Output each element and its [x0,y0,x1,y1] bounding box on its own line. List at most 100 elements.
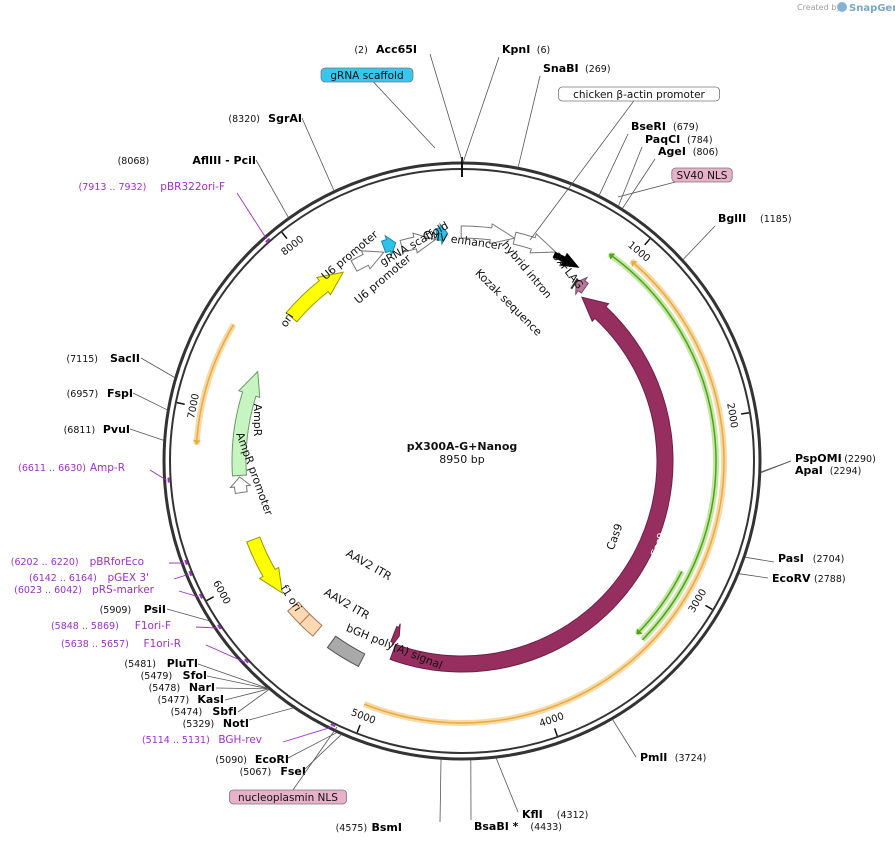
feature-grna-scaffold [380,234,397,257]
enzyme-leader [618,146,643,207]
enzyme-leader [248,707,294,721]
enzyme-leader [197,663,269,689]
feature-nucleoplasmin-nls [390,623,401,647]
enzyme-agei-pos: (806) [693,147,719,158]
enzyme-pvui-pos: (6811) [64,425,96,436]
enzyme-sfoi-name: SfoI [183,669,207,682]
primer-pgex-3-range: (6142 .. 6164) [29,573,97,584]
primer-layer: pBR322ori-F(7913 .. 7932)Amp-R(6611 .. 6… [11,181,336,746]
feature-3xflag [575,276,589,296]
enzyme-kasi-pos: (5477) [158,695,190,706]
orf-arc [636,570,683,635]
feature-cas9 [389,296,674,673]
primer-pbrforeco-range: (6202 .. 6220) [11,557,79,568]
feature-ampr [231,370,261,477]
feature-callout-box [671,167,733,183]
enzyme-ecorv-pos: (2788) [814,574,846,585]
primer-leader [205,644,246,663]
feature-grna-scaffold [435,222,449,246]
enzyme-kpni-pos: (6) [537,45,550,56]
feature-label: AAV2 ITR [344,547,394,584]
feature-callout-box [558,86,721,102]
scale-tick-label: 4000 [538,711,566,730]
primer-leader [195,626,218,629]
enzyme-kfli-pos: (4312) [557,810,589,821]
orf-arc [363,260,725,724]
enzyme-leader [140,357,176,378]
primer-prs-marker-name: pRS-marker [92,584,155,596]
enzyme-leader [738,573,769,579]
feature-callout-nucleoplasmin-nls: nucleoplasmin NLS [238,792,338,804]
enzyme-leader [439,759,442,823]
feature-kozak-sequence [570,278,579,290]
orf-arrowhead [192,439,201,445]
orf-arrowhead [636,628,643,635]
scale-tick [705,604,713,611]
orf-arc [195,324,235,445]
enzyme-leader [255,159,289,218]
orf-arrowhead [631,260,638,267]
enzyme-nari-pos: (5478) [149,683,181,694]
scale-tick [553,728,558,737]
primer-amp-r-name: Amp-R [90,462,125,474]
enzyme-acc65i-name: Acc65I [376,43,417,56]
enzyme-leader [206,675,269,690]
scale-tick-label: 1000 [625,240,652,265]
scale-tick [740,411,750,415]
feature-cmv-enhancer [460,223,516,245]
scale-tick-label: 7000 [186,393,202,420]
feature-callout-leader [287,726,338,798]
primer-mark [188,570,193,577]
primer-mark [244,658,249,664]
feature-f1-ori [246,536,283,595]
feature-hybrid-intron [552,251,580,268]
feature-aav2-itr [299,613,323,637]
plasmid-name: pX300A-G+Nanog [407,440,518,453]
primer-bgh-rev-range: (5114 .. 5131) [142,735,210,746]
primer-pbr322ori-f-range: (7913 .. 7932) [79,182,147,193]
enzyme-bsabi-pos: (4433) [530,822,562,833]
primer-mark [198,593,203,599]
primer-leader [236,192,267,240]
feature-layer [229,222,674,673]
enzyme-fspi-name: FspI [107,387,133,400]
enzyme-pasi-name: PasI [778,552,804,565]
enzyme-leader [462,56,500,163]
enzyme-leader [287,732,338,759]
enzyme-sbfi-pos: (5474) [171,707,203,718]
enzyme-ecori-name: EcoRI [255,753,289,766]
primer-bgh-rev-name: BGH-rev [218,734,262,746]
feature-bgh-poly-a-signal [326,635,366,668]
enzyme-sacii-name: SacII [110,352,140,365]
primer-leader [282,726,333,743]
feature-callout-chicken-actin-promoter: chicken β-actin promoter [573,89,705,101]
enzyme-leader [301,117,335,191]
enzyme-apai-pos: (2294) [830,466,862,477]
plasmid-title: pX300A-G+Nanog 8950 bp [407,440,518,466]
enzyme-acc65i-pos: (2) [354,45,367,56]
feature-ori [285,271,345,323]
enzyme-leader [129,428,164,441]
scale-tick [206,596,215,602]
primer-leader [178,590,200,598]
enzyme-pluti-pos: (5481) [124,659,156,670]
enzyme-kpni-name: KpnI [502,43,530,56]
enzyme-leader [612,719,637,758]
feature-callout-box [229,789,347,805]
scale-tick-label: 6000 [210,579,232,607]
primer-f1ori-f-range: (5848 .. 5869) [51,621,119,632]
enzyme-ecorv-name: EcoRV [772,572,811,585]
scale-tick [644,238,651,246]
enzyme-snabi-name: SnaBI [543,62,579,75]
feature-callout-leader [366,74,436,149]
enzyme-bsmi-name: BsmI [372,821,403,834]
enzyme-pasi-pos: (2704) [813,554,845,565]
enzyme-leader [429,53,463,163]
enzyme-leader [760,460,792,474]
primer-mark [217,624,222,630]
enzyme-leader [745,556,775,563]
enzyme-bsmi-pos: (4575) [336,823,368,834]
enzyme-paqci-name: PaqCI [645,133,680,146]
enzyme-bglii-pos: (1185) [760,214,792,225]
